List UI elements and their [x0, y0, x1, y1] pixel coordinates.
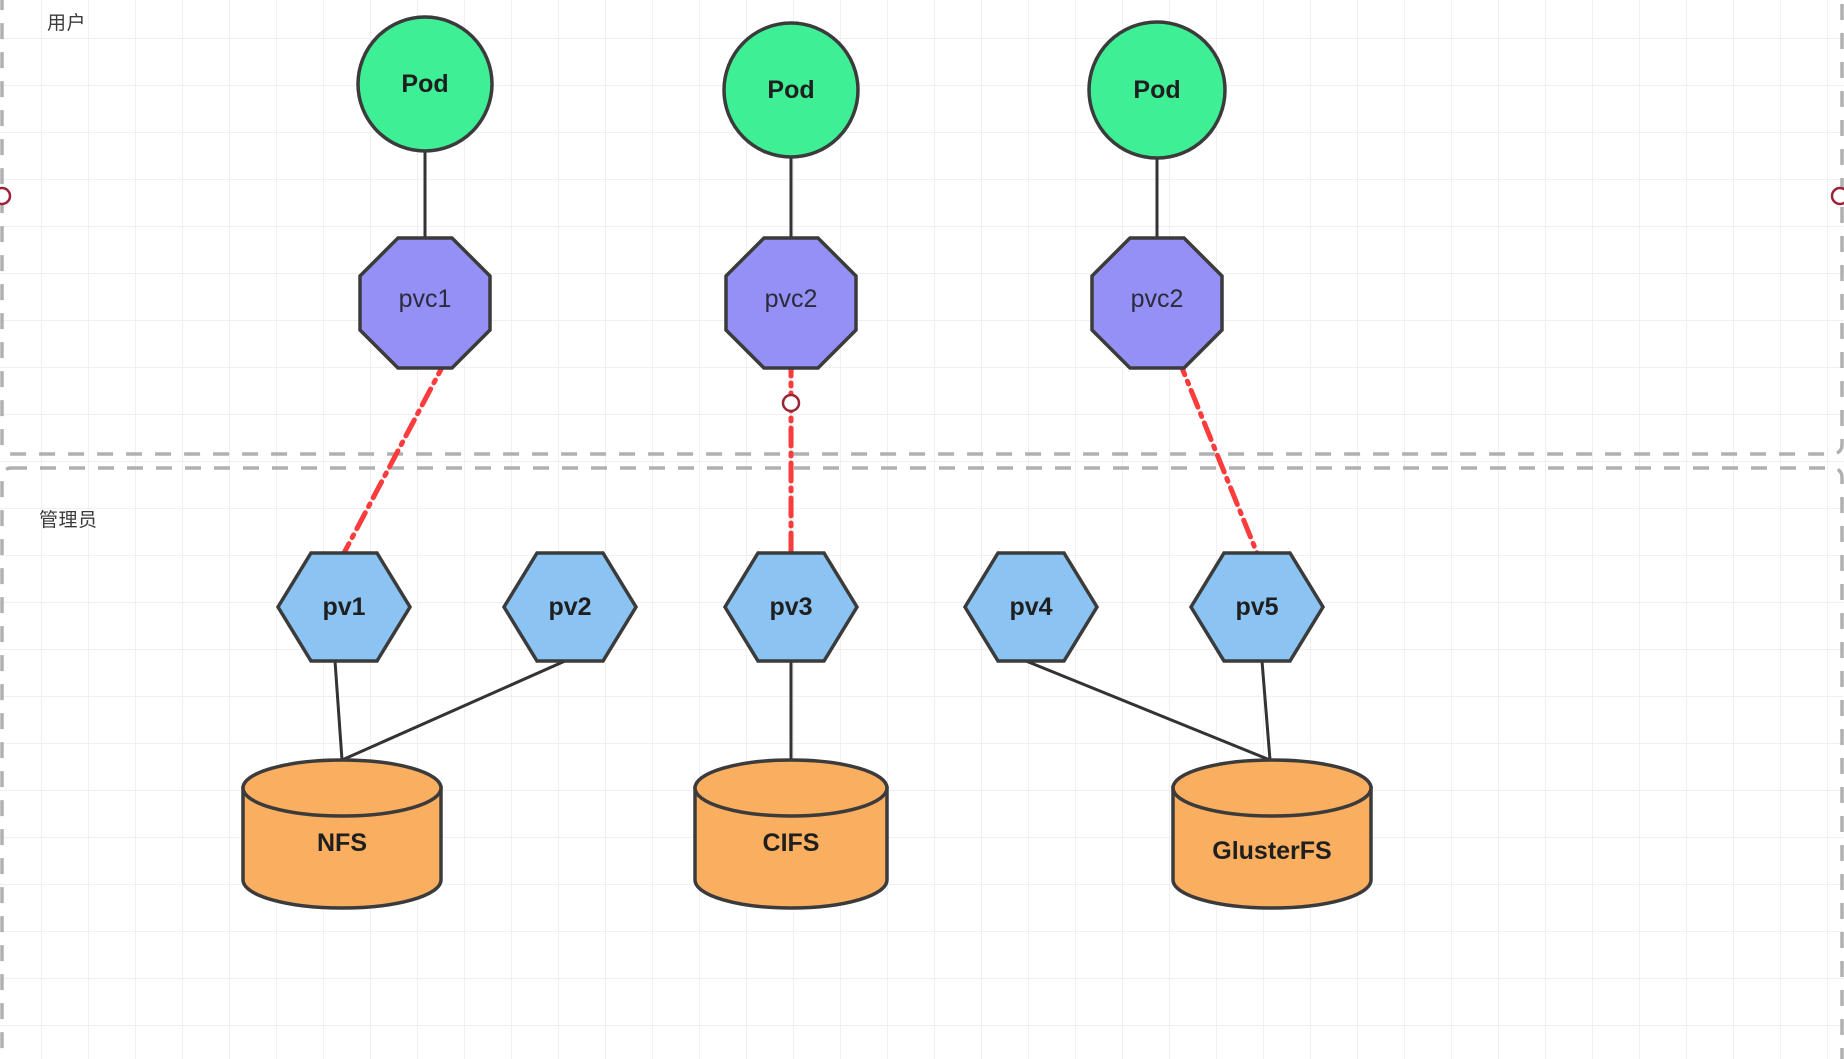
- pv-label: pv2: [548, 593, 591, 621]
- pvc-label: pvc2: [1131, 285, 1184, 313]
- node-pvc-1[interactable]: pvc1: [358, 236, 492, 370]
- pv-hexagon: [275, 551, 413, 663]
- pvc-label: pvc1: [399, 285, 452, 313]
- pod-label: Pod: [401, 70, 448, 98]
- pod-label: Pod: [767, 76, 814, 104]
- handle-middle-endpoint[interactable]: [781, 393, 801, 413]
- edge-pv2-nfs[interactable]: [341, 659, 566, 762]
- node-pod-3[interactable]: Pod: [1087, 20, 1227, 160]
- node-storage-glusterfs[interactable]: GlusterFS: [1171, 758, 1373, 910]
- node-pod-2[interactable]: Pod: [722, 21, 860, 159]
- cylinder-body: [1171, 786, 1373, 910]
- edge-pv5-glusterfs[interactable]: [1260, 660, 1272, 761]
- pv-hexagon: [722, 551, 860, 663]
- pv-hexagon: [962, 551, 1100, 663]
- zone-admin-box[interactable]: [0, 466, 1844, 1059]
- node-pv-4[interactable]: pv4: [962, 551, 1100, 663]
- pod-circle: [356, 15, 494, 153]
- zone-label-admin: 管理员: [39, 510, 98, 531]
- pod-circle: [722, 21, 860, 159]
- node-pod-1[interactable]: Pod: [356, 15, 494, 153]
- pv-hexagon: [1188, 551, 1326, 663]
- cylinder-top: [693, 758, 889, 818]
- handle-left-endpoint[interactable]: [0, 186, 12, 206]
- pvc-octagon: [1090, 236, 1224, 370]
- node-pv-3[interactable]: pv3: [722, 551, 860, 663]
- storage-label: CIFS: [763, 829, 820, 857]
- pvc-octagon: [358, 236, 492, 370]
- zone-user-box[interactable]: [0, 0, 1844, 456]
- pv-label: pv5: [1235, 593, 1278, 621]
- edge-pv4-glusterfs[interactable]: [1025, 659, 1271, 762]
- node-pv-5[interactable]: pv5: [1188, 551, 1326, 663]
- edge-pv1-nfs[interactable]: [333, 660, 344, 761]
- node-pvc-2[interactable]: pvc2: [724, 236, 858, 370]
- pv-label: pv4: [1009, 593, 1052, 621]
- node-pv-2[interactable]: pv2: [501, 551, 639, 663]
- edge-pvc1-pv1[interactable]: [341, 355, 450, 556]
- pvc-octagon: [724, 236, 858, 370]
- pod-circle: [1087, 20, 1227, 160]
- cylinder-top: [241, 758, 443, 818]
- node-storage-nfs[interactable]: NFS: [241, 758, 443, 910]
- storage-label: NFS: [317, 829, 367, 857]
- edge-pvc2-pv5[interactable]: [1175, 355, 1260, 556]
- pv-label: pv3: [769, 593, 812, 621]
- node-pvc-3[interactable]: pvc2: [1090, 236, 1224, 370]
- handle-right-endpoint[interactable]: [1830, 186, 1844, 206]
- node-storage-cifs[interactable]: CIFS: [693, 758, 889, 910]
- node-pv-1[interactable]: pv1: [275, 551, 413, 663]
- cylinder-body: [241, 786, 443, 910]
- pod-label: Pod: [1133, 76, 1180, 104]
- cylinder-top: [1171, 758, 1373, 818]
- pv-hexagon: [501, 551, 639, 663]
- storage-label: GlusterFS: [1212, 837, 1331, 865]
- cylinder-body: [693, 786, 889, 910]
- pv-label: pv1: [322, 593, 365, 621]
- zone-label-user: 用户: [47, 13, 87, 34]
- pvc-label: pvc2: [765, 285, 818, 313]
